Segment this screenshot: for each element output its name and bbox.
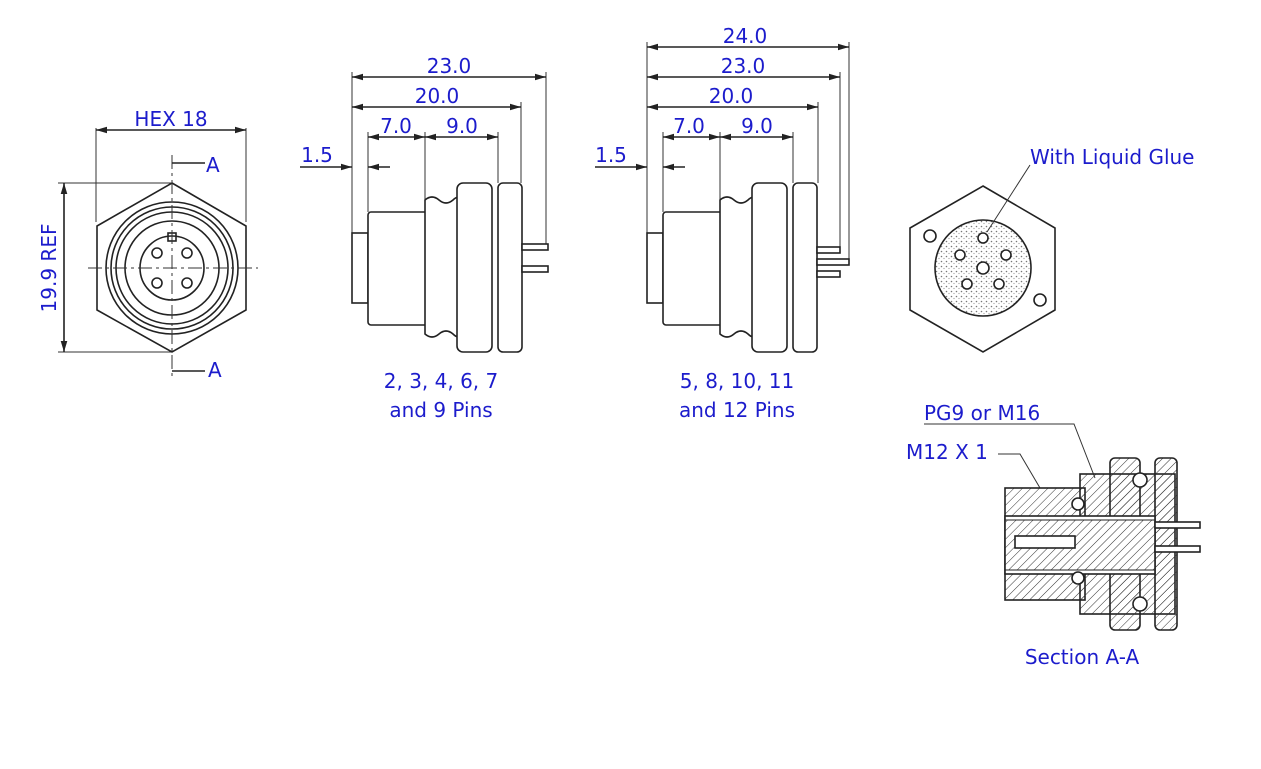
section-mark-top: A [206,153,220,177]
hex-size-label: HEX 18 [134,107,207,131]
dim-cap: 7.0 [380,114,412,138]
dim-step: 1.5 [595,143,627,167]
dim-overall: 23.0 [427,54,472,78]
liquid-glue-callout: With Liquid Glue [1030,145,1194,169]
section-caption: Section A-A [1025,645,1140,669]
dim-thread: 9.0 [741,114,773,138]
dim-overall: 23.0 [721,54,766,78]
dim-total: 24.0 [723,24,768,48]
rear-view: With Liquid Glue [909,145,1194,353]
panel-thread-callout: PG9 or M16 [924,401,1040,425]
front-view: HEX 18 19.9 REF A A [37,107,258,382]
section-view: PG9 or M16 M12 X 1 Section A-A [906,401,1201,669]
caption-pins-2a: 5, 8, 10, 11 [680,369,795,393]
dim-cap: 7.0 [673,114,705,138]
front-thread-callout: M12 X 1 [906,440,988,464]
dim-step: 1.5 [301,143,333,167]
dim-body: 20.0 [415,84,460,108]
side-view-2: 24.0 23.0 20.0 7.0 9.0 1.5 5, 8, 10, 11 … [595,24,850,422]
height-ref-label: 19.9 REF [37,224,61,313]
caption-pins-1b: and 9 Pins [389,398,492,422]
dim-thread: 9.0 [446,114,478,138]
dim-body: 20.0 [709,84,754,108]
section-mark-bottom: A [208,358,222,382]
side-view-1: 23.0 20.0 7.0 9.0 1.5 2, 3, 4, 6, 7 and … [300,54,549,422]
caption-pins-2b: and 12 Pins [679,398,795,422]
caption-pins-1a: 2, 3, 4, 6, 7 [384,369,498,393]
